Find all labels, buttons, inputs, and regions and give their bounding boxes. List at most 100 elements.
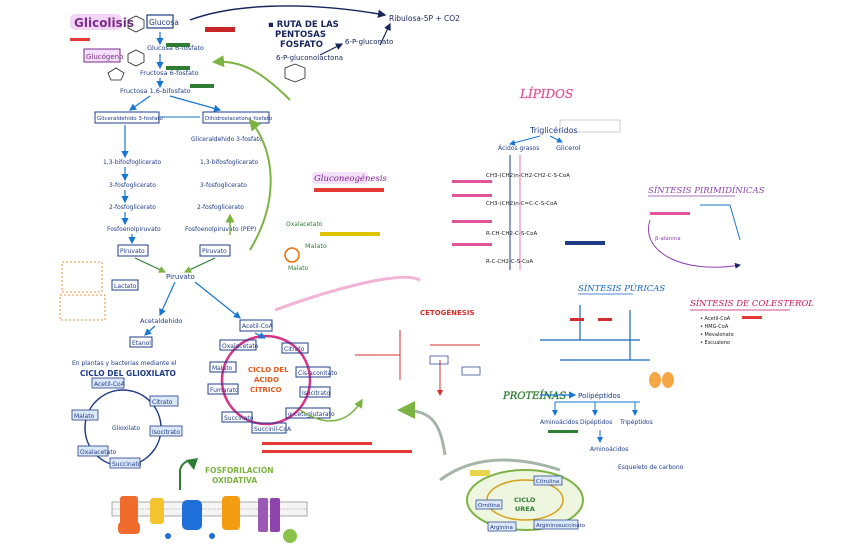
cyt-c <box>165 533 171 539</box>
f16bp-label: Fructosa 1,6-bifosfato <box>120 87 191 95</box>
arrow-tg-glycerol <box>549 135 563 143</box>
lipids-title: LÍPIDOS <box>519 86 573 101</box>
krebs-title-2: ÁCIDO <box>254 375 279 384</box>
lactate-box <box>111 279 139 291</box>
triglycerides-label: Triglicéridos <box>529 125 578 135</box>
pyruvate-box-right <box>199 244 231 257</box>
glyox-citrate-label: Citrato <box>152 399 173 406</box>
pep-label: Fosfoenolpiruvato <box>107 226 161 233</box>
gluconeo-pep-label: Fosfoenolpiruvato (PEP) <box>185 226 256 233</box>
protein-green-bar <box>548 430 578 433</box>
kidney-right <box>662 372 674 388</box>
krebs-title-1: CICLO DEL <box>248 366 289 374</box>
pg2-label: 2-fosfoglicerato <box>109 204 156 211</box>
grey-green-connector-2 <box>439 458 561 482</box>
pentose-section: ▪ RUTA DE LAS PENTOSAS FOSFATO Ribulosa-… <box>189 5 460 83</box>
orange-note-box-2 <box>59 294 106 321</box>
dipeptides-label: Dipéptidos <box>580 419 612 426</box>
arrow-pg6-ribulose <box>379 22 391 46</box>
arrow-g6p-to-pentose <box>189 5 387 21</box>
lipid-pink-bar-2 <box>452 194 492 197</box>
beta-ox-step-1: CH3-(CH2)n-CH2-CH2-C-S-CoA <box>486 173 570 179</box>
glucose-box <box>146 14 174 29</box>
cholesterol-section: SÍNTESIS DE COLESTEROL • Acetil-CoA • HM… <box>690 297 814 346</box>
purine-title: SÍNTESIS PÚRICAS <box>578 282 665 294</box>
citrulline-box <box>533 475 563 486</box>
arrow-lactone-pg6 <box>319 43 344 56</box>
gluconeo-pyruvate-label: Piruvato <box>202 248 227 255</box>
purine-red-2 <box>598 318 612 321</box>
glyox-citrate-box <box>149 395 179 407</box>
citrate-box <box>281 342 309 354</box>
glyox-isocitrate-label: Isocitrato <box>152 429 180 436</box>
glycogen-box <box>83 48 121 63</box>
citrate-label: Citrato <box>284 346 305 353</box>
krebs-section: CICLO DEL ÁCIDO CÍTRICO Citrato Cis-acon… <box>207 332 412 453</box>
glyoxylate-section: En plantas y bacterias mediante el CICLO… <box>71 360 183 469</box>
ribulose-label: Ribulosa-5P + CO2 <box>389 14 460 23</box>
cholesterol-red-bar <box>742 316 762 319</box>
pyruvate-hub-label: Piruvato <box>166 273 195 281</box>
g3p-label: Gliceraldehido 3-fosfato <box>97 116 163 122</box>
arginine-box <box>487 521 517 532</box>
fatty-acids-label: Ácidos grasos <box>498 145 539 152</box>
cis-aconitate-label: Cis-aconitato <box>298 370 338 377</box>
tripeptides-label: Tripéptidos <box>619 419 653 426</box>
pyruvate-hub: Piruvato Lactato Acetaldehido Etanol Ace… <box>59 257 274 348</box>
arrow-tg-fa <box>509 135 541 146</box>
gluconeo-malate-label: Malato <box>305 242 327 250</box>
mitochondria-mini <box>284 247 300 263</box>
glycolysis-section: Glicolisis Glucosa Glucógeno Glucosa 6-f… <box>70 14 273 257</box>
arrow-f16bp-g3p <box>129 95 151 111</box>
gluconeo-g3p-label: Gliceraldehido 3-fosfato <box>191 136 263 143</box>
glyoxylate-title: CICLO DEL GLIOXILATO <box>80 369 176 378</box>
oxphos-title-2: OXIDATIVA <box>212 476 257 485</box>
cholesterol-item-3: • Mevalonato <box>700 332 734 338</box>
glyox-oxaloacetate-label: Oxalacetato <box>80 449 117 456</box>
g6p-structure <box>127 49 145 67</box>
arginine-label: Arginina <box>490 525 513 531</box>
oxaloacetate-label: Oxalacetato <box>222 343 259 350</box>
citrulline-label: Citrulina <box>536 479 559 485</box>
annotation-bar-2 <box>166 66 190 70</box>
polypeptides-label: Polipéptidos <box>578 392 621 400</box>
gluconeo-3pg-label: 3-fosfoglicerato <box>200 182 247 189</box>
oxphos-title-1: FOSFORILACIÓN <box>205 466 274 475</box>
pink-connector <box>274 275 421 312</box>
glycerol-label: Glicerol <box>556 144 581 152</box>
cholesterol-item-4: • Escualeno <box>700 340 730 346</box>
glyox-oxaloacetate-box <box>77 445 109 457</box>
cholesterol-item-2: • HMG-CoA <box>700 324 729 330</box>
annotation-bar-3 <box>190 84 214 88</box>
gluconeogenesis-section: Gluconeogénesis Gliceraldehido 3-fosfato… <box>185 55 388 272</box>
malate-box <box>209 361 237 373</box>
arginosuccinate-box <box>533 519 579 530</box>
urea-title-1: CICLO <box>514 496 536 504</box>
pyrimidine-path <box>648 219 741 269</box>
krebs-green-arrow <box>299 398 363 422</box>
complex-ii <box>150 498 164 524</box>
complex-i <box>120 496 138 526</box>
gluconeo-malate-lower: Malato <box>288 265 309 272</box>
glyox-malate-label: Malato <box>74 413 95 420</box>
carbon-skeleton-label: Esqueleto de carbono <box>618 464 684 471</box>
gluconeo-title-highlight <box>312 172 368 184</box>
krebs-title-3: CÍTRICO <box>250 385 282 394</box>
dhap-label: Dihidroxiacetona fosfato <box>205 116 273 122</box>
atp-head <box>283 529 297 543</box>
orange-note-box <box>61 261 103 293</box>
ketogenesis-title: CETOGÉNESIS <box>420 308 475 317</box>
glyox-malate-box <box>71 409 99 421</box>
cholesterol-title: SÍNTESIS DE COLESTEROL <box>690 297 814 309</box>
arrow-pyr-right-hub <box>183 257 216 273</box>
kidney-left <box>649 372 661 388</box>
urea-yellow-mark <box>470 470 490 476</box>
beta-ox-step-4: R-C-CH2-C-S-CoA <box>486 259 533 265</box>
glycolysis-title: Glicolisis <box>74 16 134 30</box>
acetylcoa-label: Acetil-CoA <box>242 323 274 330</box>
grey-green-connector <box>397 401 447 456</box>
glyox-succinate-label: Succinato <box>112 461 142 468</box>
glyoxylate-subtitle: En plantas y bacterias mediante el <box>72 360 177 367</box>
acetylcoa-box <box>239 319 273 332</box>
